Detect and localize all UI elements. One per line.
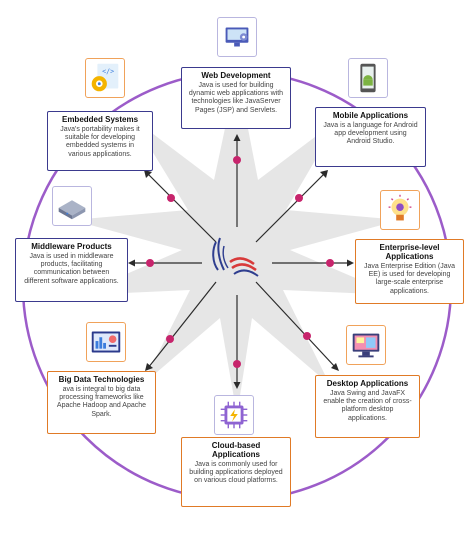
android-phone-icon: [348, 58, 388, 98]
arrowhead-mobile: [320, 170, 328, 178]
node-title: Embedded Systems: [61, 115, 139, 124]
dot-mobile: [295, 194, 303, 202]
node-description: Java is used for building dynamic web ap…: [188, 82, 284, 114]
node-description: Java Enterprise Edition (Java EE) is use…: [363, 263, 456, 295]
connector-dots: [146, 156, 334, 368]
arrowhead-embedded: [144, 170, 152, 178]
desktop-monitor-icon: [346, 325, 386, 365]
monitor-gear-icon: [217, 17, 257, 57]
arrowhead-enterprise: [347, 259, 354, 267]
node-middleware-products: Middleware Products Java is used in midd…: [15, 238, 128, 302]
connector-lines: [132, 138, 350, 385]
connector-desktop: [255, 281, 337, 369]
node-desktop-applications: Desktop Applications Java Swing and Java…: [315, 375, 420, 438]
node-enterprise-applications: Enterprise-level Applications Java Enter…: [355, 239, 464, 304]
node-title: Cloud-based Applications: [211, 441, 261, 459]
node-big-data-technologies: Big Data Technologies ava is integral to…: [47, 371, 156, 434]
connector-bigdata: [147, 281, 217, 369]
node-title: Enterprise-level Applications: [379, 243, 440, 261]
connector-mobile: [255, 172, 326, 243]
dot-bigdata: [166, 335, 174, 343]
dot-cloud: [233, 360, 241, 368]
analytics-dashboard-icon: [86, 322, 126, 362]
java-logo: [212, 237, 259, 277]
node-cloud-applications: Cloud-based Applications Java is commonl…: [181, 437, 291, 507]
dot-desktop: [303, 332, 311, 340]
svg-text:</>: </>: [102, 67, 114, 75]
connector-embedded: [146, 172, 217, 243]
center-star-shape: [72, 72, 400, 415]
dot-enterprise: [326, 259, 334, 267]
server-rack-icon: [52, 186, 92, 226]
arrowhead-bigdata: [145, 363, 153, 371]
node-title: Big Data Technologies: [58, 375, 145, 384]
node-title: Desktop Applications: [326, 379, 409, 388]
arrowhead-middleware: [128, 259, 135, 267]
node-web-development: Web Development Java is used for buildin…: [181, 67, 291, 129]
cpu-chip-icon: [214, 395, 254, 435]
connector-arrowheads: [128, 134, 354, 389]
lightbulb-gear-icon: [380, 190, 420, 230]
node-embedded-systems: Embedded Systems Java's portability make…: [47, 111, 153, 171]
node-description: Java Swing and JavaFX enable the creatio…: [323, 390, 412, 422]
node-description: Java's portability makes it suitable for…: [60, 126, 140, 158]
arrowhead-web: [233, 134, 241, 141]
node-mobile-applications: Mobile Applications Java is a language f…: [315, 107, 426, 167]
dot-middleware: [146, 259, 154, 267]
dot-embedded: [167, 194, 175, 202]
node-description: ava is integral to big data processing f…: [56, 386, 147, 418]
arrowhead-cloud: [233, 382, 241, 389]
node-title: Mobile Applications: [332, 111, 409, 120]
node-description: Java is used in middleware products, fac…: [24, 253, 119, 285]
arrowhead-desktop: [331, 363, 339, 371]
node-title: Middleware Products: [31, 242, 112, 251]
node-title: Web Development: [201, 71, 271, 80]
node-description: Java is commonly used for building appli…: [189, 461, 283, 485]
dot-web: [233, 156, 241, 164]
node-description: Java is a language for Android app devel…: [323, 122, 418, 146]
code-gear-icon: </>: [85, 58, 125, 98]
